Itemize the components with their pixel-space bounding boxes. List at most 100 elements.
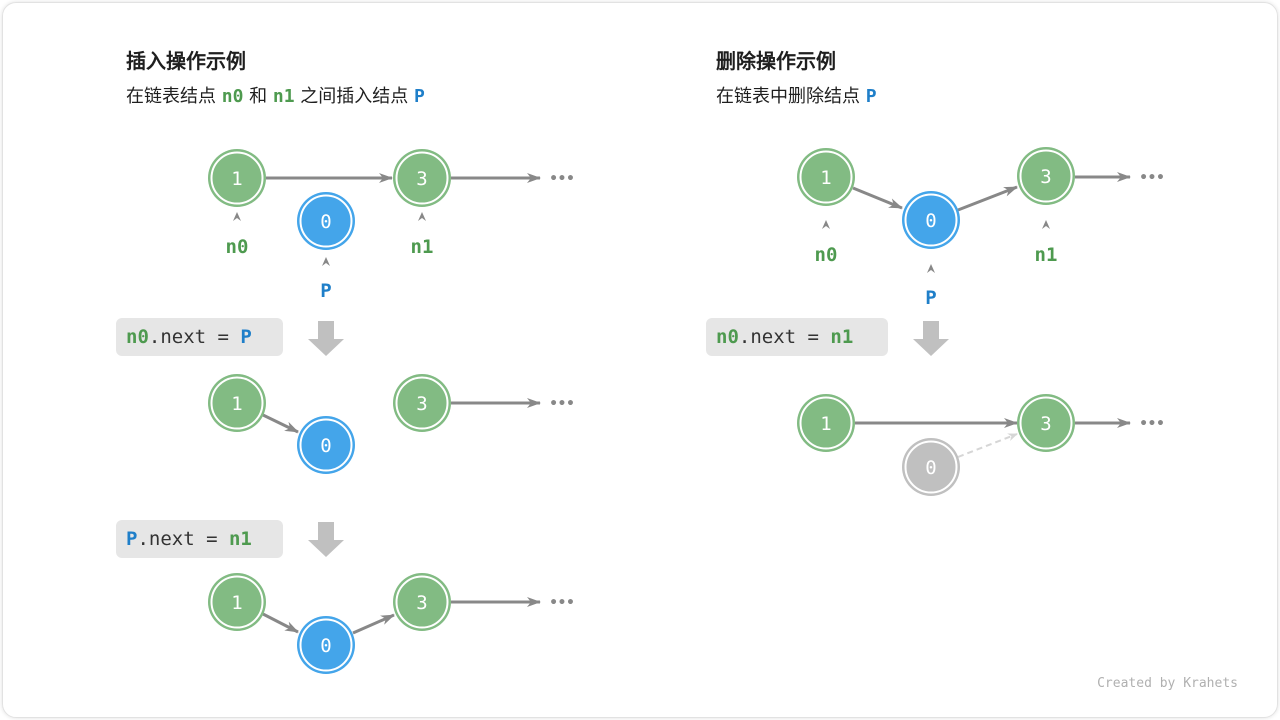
list-node: 0 [902, 438, 960, 496]
insert-step2-code: P.next = n1 [116, 520, 283, 558]
node-body [395, 376, 449, 430]
node-body [1019, 396, 1073, 450]
list-node: 3 [1017, 394, 1075, 452]
code-P: P [865, 86, 877, 107]
list-node: 1 [797, 394, 855, 452]
node-value: 1 [231, 592, 242, 614]
caret-icon [1042, 220, 1050, 229]
arrow [352, 613, 395, 635]
text: 之间插入结点 [294, 86, 415, 107]
node-value: 0 [925, 457, 936, 479]
footer-credit: Created by Krahets [1097, 676, 1238, 691]
list-node: 1 [797, 148, 855, 206]
delete-subtitle: 在链表中删除结点 P [716, 82, 877, 108]
ellipsis: ••• [549, 595, 574, 611]
list-node: 3 [1017, 147, 1075, 205]
node-body [210, 575, 264, 629]
t: .next = [148, 326, 241, 348]
code-n1: n1 [272, 86, 295, 107]
node-value: 3 [1040, 413, 1051, 435]
node-value: 3 [416, 393, 427, 415]
arrow [957, 185, 1018, 212]
list-node: 1 [208, 573, 266, 631]
code-n0: n0 [221, 86, 244, 107]
node-body [799, 396, 853, 450]
pointer-label-n1: n1 [1035, 244, 1058, 266]
t: .next = [738, 326, 831, 348]
node-value: 0 [320, 211, 331, 233]
removed-arrow [957, 433, 1018, 458]
pointer-label-n0: n0 [226, 236, 249, 258]
insert-subtitle: 在链表结点 n0 和 n1 之间插入结点 P [126, 82, 425, 108]
arrows [262, 172, 1131, 635]
list-node: 1 [208, 149, 266, 207]
down-arrow-icon [308, 522, 344, 557]
node-body [210, 151, 264, 205]
node-body [299, 418, 353, 472]
t: n0 [126, 326, 149, 348]
pointer-carets [233, 212, 1050, 273]
node-value: 3 [416, 168, 427, 190]
text: 和 [243, 86, 273, 107]
t: P [240, 326, 252, 348]
down-arrows [308, 321, 949, 557]
delete-step1-code: n0.next = n1 [706, 318, 888, 356]
list-node: 3 [393, 149, 451, 207]
caret-icon [822, 220, 830, 229]
list-node: 0 [902, 191, 960, 249]
node-value: 0 [320, 435, 331, 457]
ellipsis: ••• [1139, 170, 1164, 186]
node-body [1019, 149, 1073, 203]
node-body [395, 151, 449, 205]
arrow [262, 413, 299, 434]
delete-title: 删除操作示例 [716, 49, 836, 73]
pointer-label-n1: n1 [411, 236, 434, 258]
t: .next = [137, 528, 229, 550]
t: n1 [228, 528, 252, 550]
list-node: 3 [393, 573, 451, 631]
t: P [126, 528, 138, 550]
node-value: 3 [1040, 166, 1051, 188]
list-node: 0 [297, 416, 355, 474]
pointer-label-P: P [925, 287, 936, 309]
down-arrow-icon [308, 321, 344, 356]
caret-icon [233, 212, 241, 221]
pointer-label-n0: n0 [815, 244, 838, 266]
list-node: 1 [208, 374, 266, 432]
list-node: 3 [393, 374, 451, 432]
node-body [904, 440, 958, 494]
node-body [299, 194, 353, 248]
node-body [395, 575, 449, 629]
code-P: P [414, 86, 425, 107]
pointer-label-P: P [320, 280, 331, 302]
node-body [799, 150, 853, 204]
text: 在链表中删除结点 [716, 86, 866, 107]
node-value: 0 [320, 635, 331, 657]
node-value: 3 [416, 592, 427, 614]
node-body [299, 618, 353, 672]
node-body [904, 193, 958, 247]
insert-title: 插入操作示例 [126, 49, 246, 73]
text: 在链表结点 [126, 86, 222, 107]
node-value: 1 [231, 168, 242, 190]
t: n1 [830, 326, 854, 348]
node-value: 1 [820, 167, 831, 189]
ellipsis: ••• [549, 171, 574, 187]
down-arrow-icon [913, 321, 949, 356]
caret-icon [418, 212, 426, 221]
ellipsis: ••• [549, 396, 574, 412]
node-body [210, 376, 264, 430]
node-value: 1 [820, 413, 831, 435]
caret-icon [322, 257, 330, 266]
list-node: 0 [297, 616, 355, 674]
arrow [262, 612, 299, 634]
list-node: 0 [297, 192, 355, 250]
ellipsis: ••• [1139, 416, 1164, 432]
caret-icon [927, 264, 935, 273]
insert-step1-code: n0.next = P [116, 318, 283, 356]
node-value: 0 [925, 210, 936, 232]
arrow [852, 186, 903, 210]
node-value: 1 [231, 393, 242, 415]
